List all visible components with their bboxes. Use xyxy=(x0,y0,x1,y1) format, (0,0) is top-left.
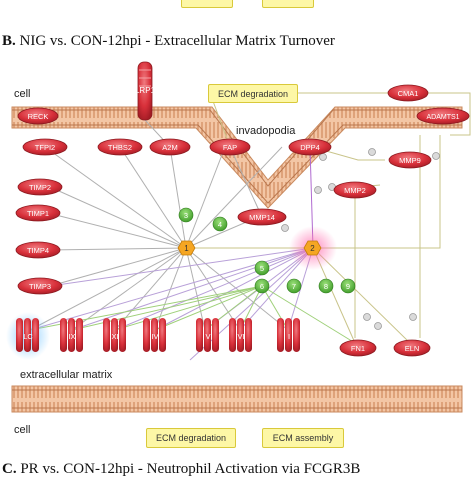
thbs2-label: THBS2 xyxy=(108,143,132,152)
gene-eln[interactable]: ELN xyxy=(393,339,431,357)
hub-2[interactable]: 2 xyxy=(303,240,322,256)
gene-fap[interactable]: FAP xyxy=(209,138,251,156)
cell-membrane-bottom xyxy=(11,385,463,413)
mmp2-label: MMP2 xyxy=(344,186,366,195)
top-box-left xyxy=(181,0,233,8)
timp4-label: TIMP4 xyxy=(27,246,49,255)
gene-adamts1[interactable]: ADAMTS1 xyxy=(416,107,470,125)
collagen-vi[interactable]: VI xyxy=(229,318,252,352)
collagen-nodes: LC IX XI IV V V xyxy=(6,312,300,360)
lc-label: LC xyxy=(23,332,33,341)
timp2-label: TIMP2 xyxy=(29,183,51,192)
extracellular-matrix-label: extracellular matrix xyxy=(20,369,113,381)
mmp14-fap-edge xyxy=(229,146,263,218)
green-node-5[interactable]: 5 xyxy=(254,260,270,276)
fn1-label: FN1 xyxy=(351,344,365,353)
xi-label: XI xyxy=(111,332,118,341)
hub-1[interactable]: 1 xyxy=(177,240,196,256)
green-node-6[interactable]: 6 xyxy=(254,278,270,294)
green-node-4[interactable]: 4 xyxy=(212,216,228,232)
eln-label: ELN xyxy=(405,344,420,353)
gene-nodes: RECK TFPI2 THBS2 A2M FAP DPP4 CMA1 ADAM xyxy=(15,84,470,357)
reck-label: RECK xyxy=(28,112,49,121)
gene-timp2[interactable]: TIMP2 xyxy=(17,178,63,196)
lrp1-receptor: LRP1 xyxy=(135,61,156,121)
cma1-label: CMA1 xyxy=(398,89,419,98)
green-9-label: 9 xyxy=(346,282,350,291)
gene-timp1[interactable]: TIMP1 xyxy=(15,204,61,222)
green-nodes: 3 4 5 6 7 8 9 xyxy=(178,207,356,294)
green-node-3[interactable]: 3 xyxy=(178,207,194,223)
ecm-assembly-bottom-box: ECM assembly xyxy=(262,428,344,448)
green-node-9[interactable]: 9 xyxy=(340,278,356,294)
green-5-label: 5 xyxy=(260,264,264,273)
panel-c-title: C. PR vs. CON-12hpi - Neutrophil Activat… xyxy=(2,461,360,478)
timp1-label: TIMP1 xyxy=(27,209,49,218)
green-node-8[interactable]: 8 xyxy=(318,278,334,294)
mmp9-label: MMP9 xyxy=(399,156,421,165)
panel-b-letter: B. xyxy=(2,33,16,49)
v-label: V xyxy=(205,332,210,341)
collagen-lc[interactable]: LC xyxy=(16,318,39,352)
panel-b-title-text: NIG vs. CON-12hpi - Extracellular Matrix… xyxy=(19,33,335,49)
gene-fn1[interactable]: FN1 xyxy=(339,339,377,357)
green-node-7[interactable]: 7 xyxy=(286,278,302,294)
fap-label: FAP xyxy=(223,143,237,152)
gene-tfpi2[interactable]: TFPI2 xyxy=(22,138,68,156)
tfpi2-label: TFPI2 xyxy=(35,143,55,152)
panel-c-letter: C. xyxy=(2,461,17,477)
timp3-label: TIMP3 xyxy=(29,282,51,291)
top-box-right xyxy=(262,0,314,8)
gene-reck[interactable]: RECK xyxy=(17,107,59,125)
ecm-degradation-bottom-box: ECM degradation xyxy=(146,428,236,448)
cell-label-top: cell xyxy=(14,88,31,100)
hub-nodes: 1 2 xyxy=(177,226,337,270)
green-6-label: 6 xyxy=(260,282,264,291)
green-4-label: 4 xyxy=(218,220,222,229)
gene-timp4[interactable]: TIMP4 xyxy=(15,241,61,259)
cell-membrane-top xyxy=(11,106,463,209)
mmp14-label: MMP14 xyxy=(249,213,275,222)
ix-label: IX xyxy=(68,332,75,341)
gene-a2m[interactable]: A2M xyxy=(149,138,191,156)
gene-timp3[interactable]: TIMP3 xyxy=(17,277,63,295)
collagen-i[interactable]: I xyxy=(277,318,300,352)
panel-c-title-text: PR vs. CON-12hpi - Neutrophil Activation… xyxy=(20,461,361,477)
green-7-label: 7 xyxy=(292,282,296,291)
iv-label: IV xyxy=(151,332,158,341)
green-8-label: 8 xyxy=(324,282,328,291)
edge-markers xyxy=(281,148,440,330)
green-3-label: 3 xyxy=(184,211,188,220)
green-edges xyxy=(29,285,356,344)
panel-b-title: B. NIG vs. CON-12hpi - Extracellular Mat… xyxy=(2,33,335,50)
gene-cma1[interactable]: CMA1 xyxy=(387,84,429,102)
a2m-label: A2M xyxy=(162,143,177,152)
hub-2-label: 2 xyxy=(310,244,315,253)
lrp1-label: LRP1 xyxy=(135,86,156,95)
invadopodia-label: invadopodia xyxy=(236,125,296,137)
gene-mmp14[interactable]: MMP14 xyxy=(237,208,287,226)
gene-mmp2[interactable]: MMP2 xyxy=(333,181,377,199)
gene-dpp4[interactable]: DPP4 xyxy=(288,138,332,156)
cell-label-bottom: cell xyxy=(14,424,31,436)
adamts1-label: ADAMTS1 xyxy=(426,114,459,121)
vi-label: VI xyxy=(237,332,244,341)
gene-thbs2[interactable]: THBS2 xyxy=(97,138,143,156)
hub-1-label: 1 xyxy=(184,244,189,253)
collagen-v[interactable]: V xyxy=(196,318,219,352)
collagen-ix[interactable]: IX xyxy=(60,318,83,352)
dpp4-label: DPP4 xyxy=(300,143,320,152)
ecm-degradation-top-box: ECM degradation xyxy=(208,84,298,103)
i-label: I xyxy=(288,332,290,341)
gene-mmp9[interactable]: MMP9 xyxy=(388,151,432,169)
collagen-xi[interactable]: XI xyxy=(103,318,126,352)
collagen-iv[interactable]: IV xyxy=(143,318,166,352)
